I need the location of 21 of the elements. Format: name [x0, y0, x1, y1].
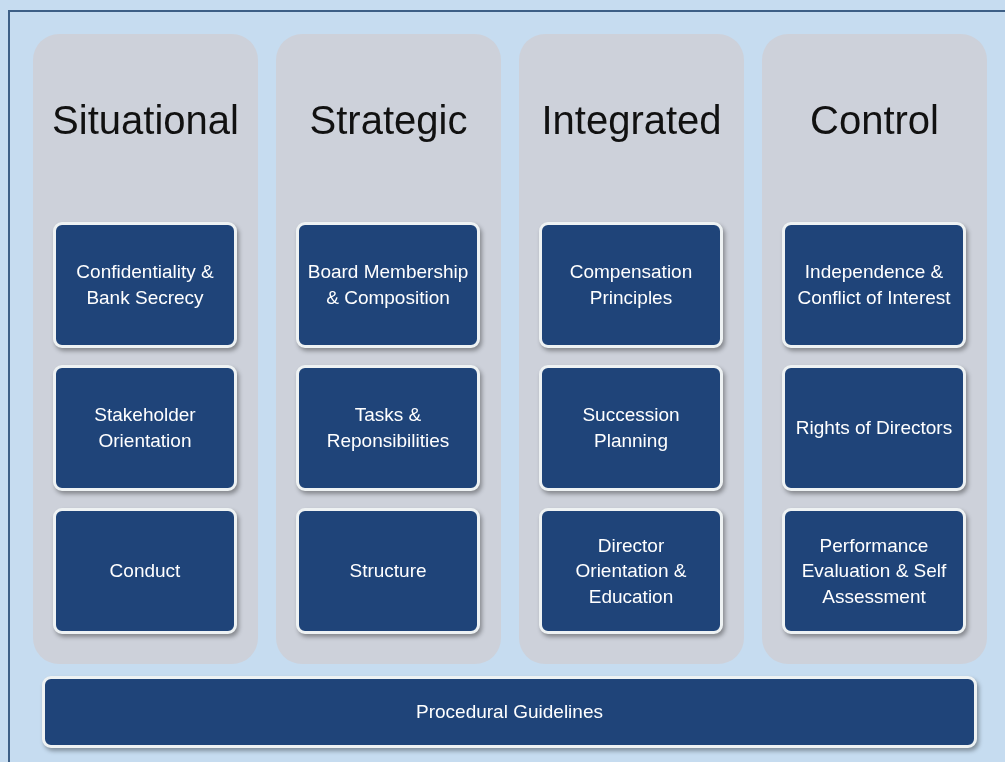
column-heading: Strategic	[308, 100, 469, 140]
column-heading: Situational	[51, 100, 240, 140]
topic-box: Confidentiality & Bank Secrecy	[53, 222, 237, 348]
category-column	[33, 34, 258, 664]
topic-box: Compensation Principles	[539, 222, 723, 348]
topic-box: Tasks & Reponsibilities	[296, 365, 480, 491]
topic-box: Conduct	[53, 508, 237, 634]
topic-box: Succession Planning	[539, 365, 723, 491]
topic-box: Director Orientation & Education	[539, 508, 723, 634]
topic-box: Structure	[296, 508, 480, 634]
category-column	[762, 34, 987, 664]
category-column	[519, 34, 744, 664]
category-column	[276, 34, 501, 664]
column-heading: Control	[809, 100, 940, 140]
topic-box: Rights of Directors	[782, 365, 966, 491]
topic-box: Independence & Conflict of Interest	[782, 222, 966, 348]
topic-box: Performance Evaluation & Self Assessment	[782, 508, 966, 634]
topic-box: Stakeholder Orientation	[53, 365, 237, 491]
topic-box: Board Membership & Composition	[296, 222, 480, 348]
column-heading: Integrated	[540, 100, 723, 140]
foundation-bar: Procedural Guidelines	[42, 676, 977, 748]
